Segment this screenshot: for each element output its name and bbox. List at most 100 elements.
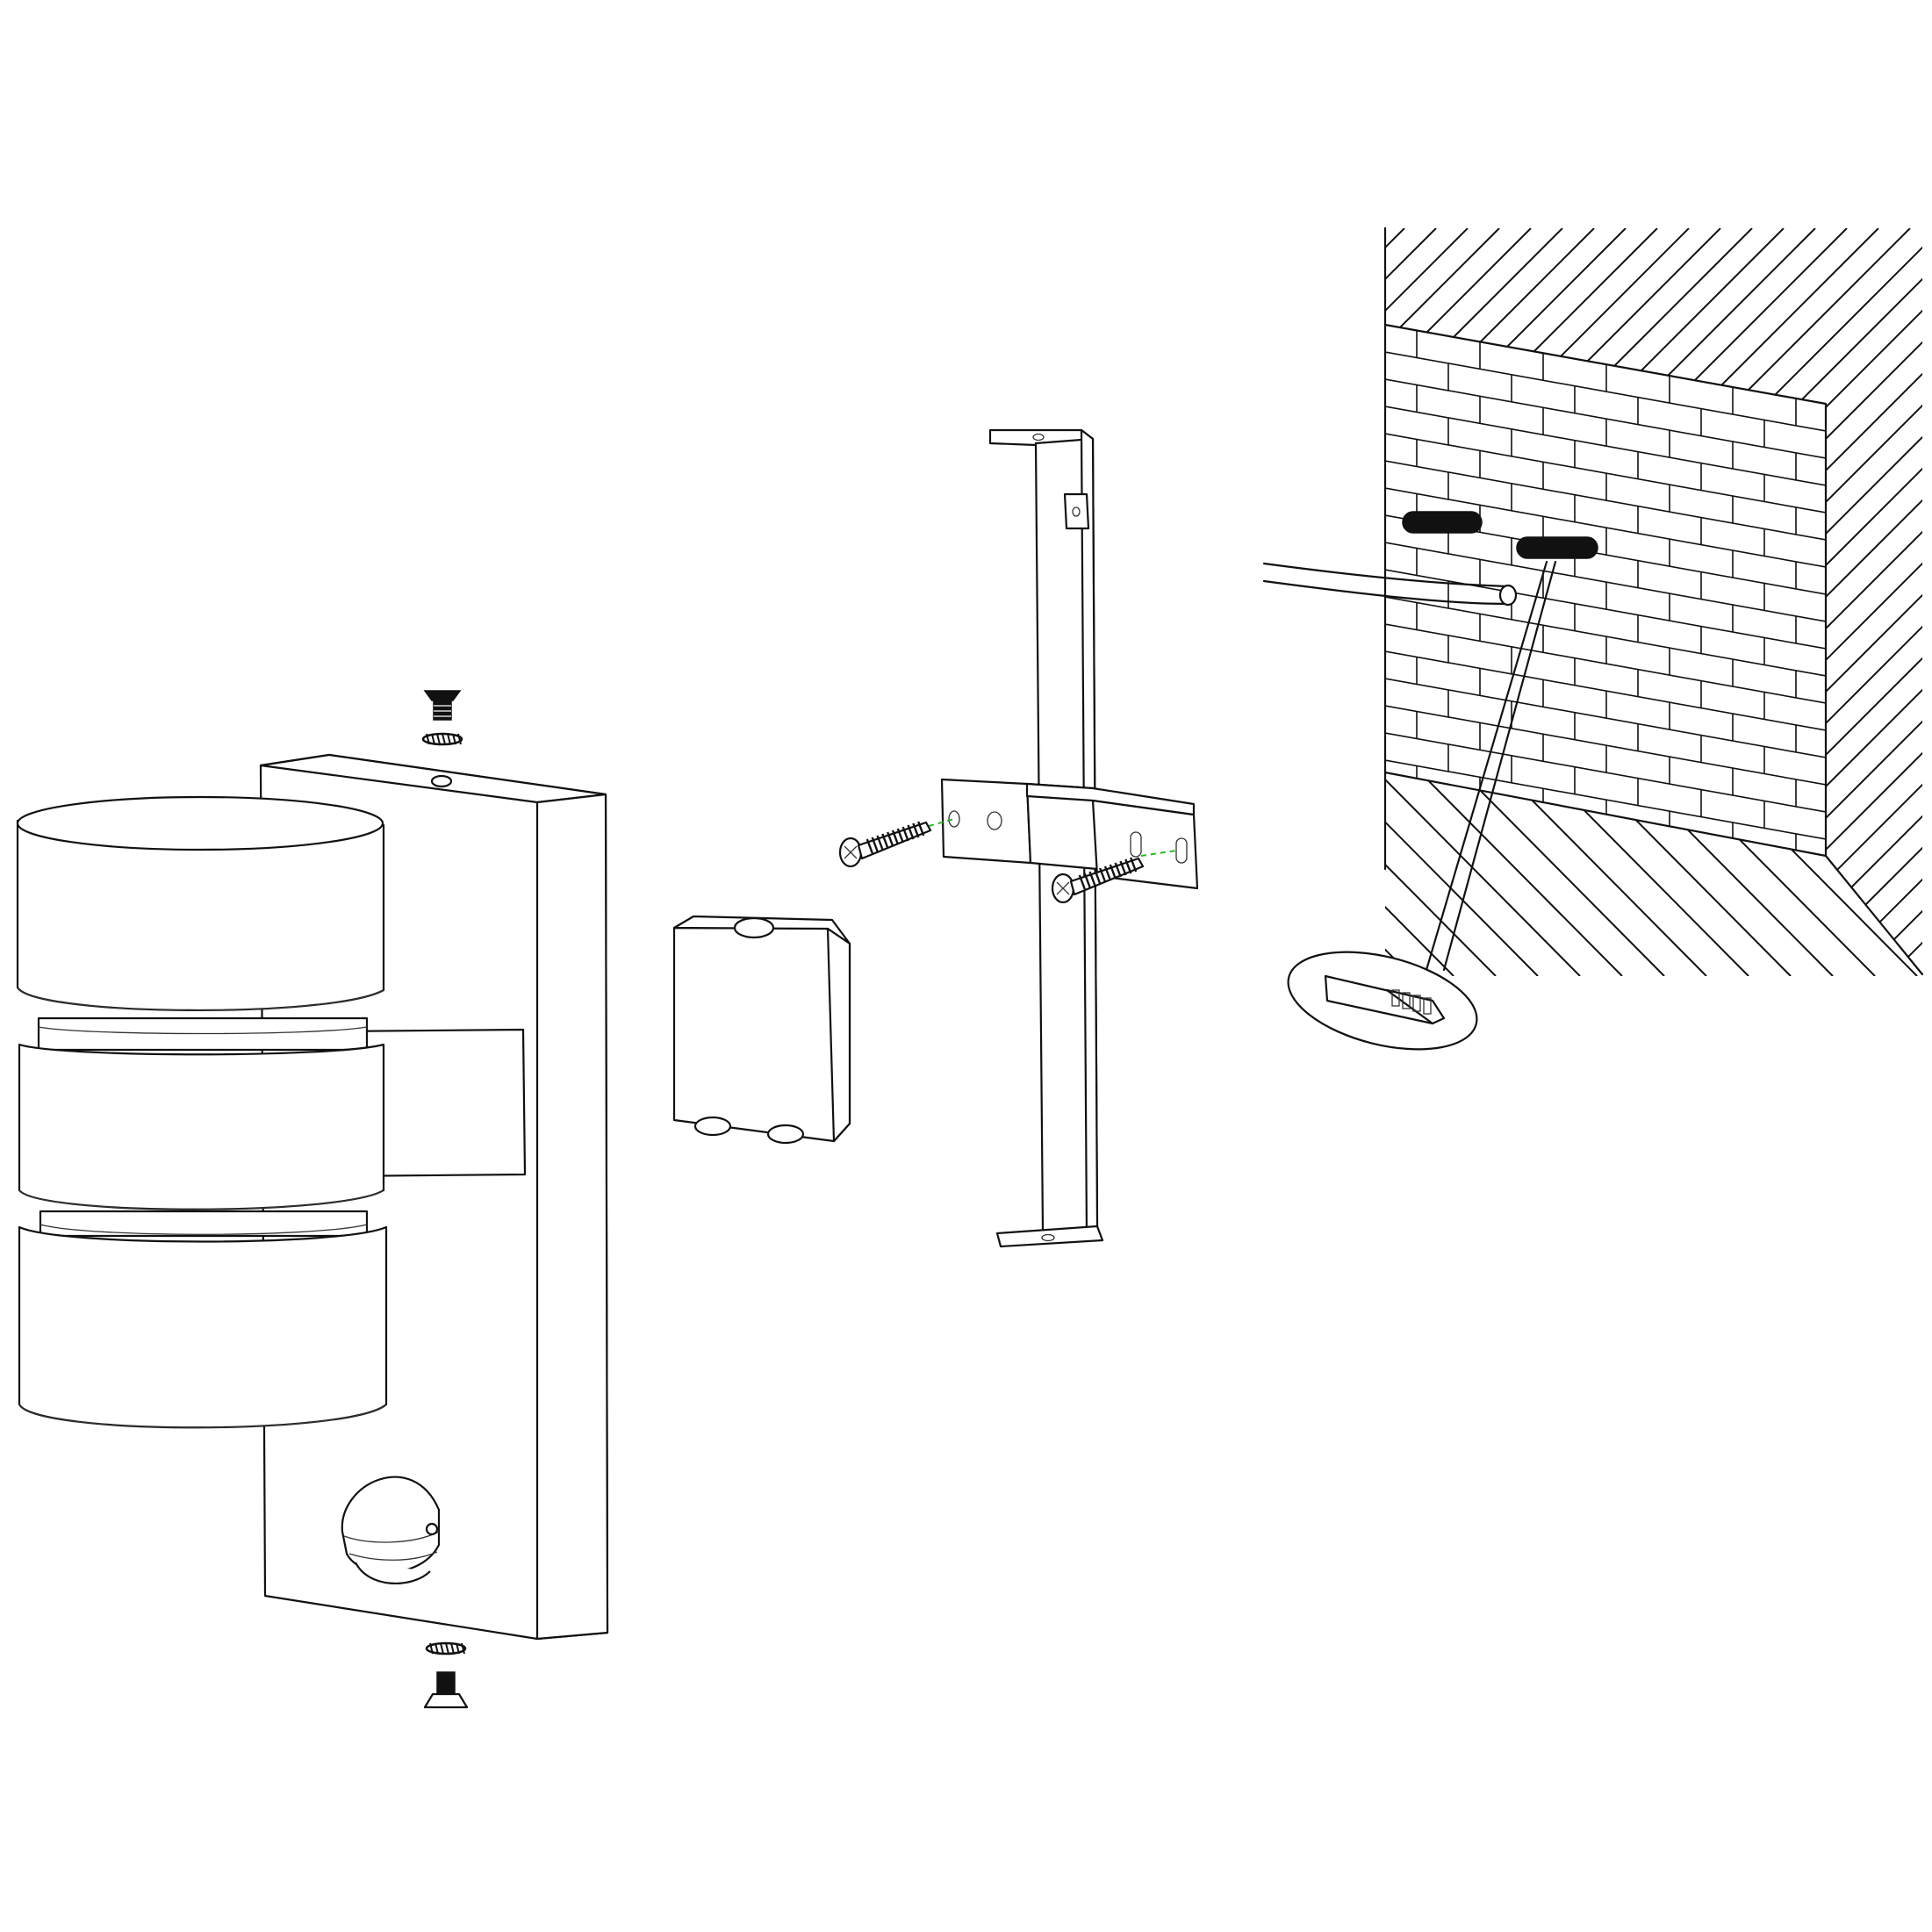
lower-ring <box>39 1210 369 1238</box>
thread-line <box>1088 871 1096 887</box>
hatch-line <box>1883 772 1922 976</box>
mortar-line <box>1385 569 1826 650</box>
back-plate-side <box>535 793 609 1641</box>
plate-slot <box>1130 831 1142 858</box>
hatch-line <box>1714 772 1918 976</box>
middle-shade <box>18 1043 385 1210</box>
thread-line <box>865 838 873 854</box>
bracket-screws <box>838 818 1177 904</box>
thread-line <box>1094 869 1102 885</box>
wood-screw-2 <box>1051 857 1145 904</box>
bracket-tab <box>1063 492 1090 530</box>
hatch-line <box>1385 228 1595 974</box>
wall-hatching <box>595 228 1922 974</box>
thread-line <box>1124 858 1132 874</box>
mounting-bracket <box>940 428 1199 1248</box>
hatch-line <box>1546 772 1749 976</box>
terminal-block-icon <box>1324 974 1446 1025</box>
callout-leader-1 <box>1425 560 1548 972</box>
mortar-line <box>1385 705 1826 786</box>
lower-shade <box>18 1225 388 1429</box>
hatch-line <box>1385 772 1412 976</box>
hatch-line <box>1605 228 1922 974</box>
screw-guide-2 <box>1140 850 1177 857</box>
junction-box-shell <box>672 926 851 1143</box>
hatch-line <box>1763 228 1922 974</box>
box-foot <box>766 1124 805 1145</box>
hatch-line <box>1385 228 1922 974</box>
hatch-line <box>1385 772 1581 976</box>
top-fixing-screw <box>423 690 462 721</box>
hatch-line <box>1926 772 1932 976</box>
thread-line <box>881 833 889 849</box>
thread-line <box>1103 865 1112 881</box>
wood-screw-1 <box>838 821 932 868</box>
plate-slot <box>1175 837 1188 864</box>
mortar-line <box>1385 351 1826 432</box>
hatch-line <box>1447 228 1922 974</box>
hatch-line <box>1542 228 1922 974</box>
brick-pattern <box>1385 325 1826 856</box>
brick-recess-outline <box>1383 323 1828 858</box>
mortar-line <box>1385 596 1826 677</box>
mortar-line <box>1385 487 1826 568</box>
cross-plate-left <box>940 778 1032 865</box>
thread-line <box>1119 860 1127 876</box>
junction-box <box>672 915 851 1145</box>
callout-leader-2 <box>1442 560 1557 972</box>
cross-plate-top-edge <box>1025 782 1196 816</box>
hatch-line <box>1504 772 1707 976</box>
power-cable <box>1262 562 1518 607</box>
mortar-line <box>1385 678 1826 758</box>
hatch-line <box>1385 772 1539 976</box>
top-screw-hole <box>430 774 453 788</box>
bottom-washer <box>425 1641 467 1655</box>
hatch-line <box>1637 228 1922 974</box>
cable-end <box>1498 584 1518 607</box>
mortar-line <box>1385 542 1826 622</box>
thread-line <box>1109 864 1117 880</box>
hatch-line <box>1511 228 1922 974</box>
thread-line <box>901 826 909 842</box>
upper-shade-top <box>16 795 384 851</box>
thread-line <box>1130 857 1138 873</box>
mortar-line <box>1385 406 1826 486</box>
box-foot <box>693 1116 732 1137</box>
mortar-line <box>1385 650 1826 731</box>
thread-line <box>891 830 900 845</box>
hatch-line <box>1385 228 1690 974</box>
thread-line <box>1078 874 1086 890</box>
motion-sensor <box>341 1476 441 1585</box>
hatch-line <box>627 228 1373 974</box>
thread-line <box>1114 862 1122 878</box>
hatch-line <box>1385 772 1454 976</box>
thread-line <box>876 835 884 851</box>
wall-corner-line <box>1824 854 1924 976</box>
thread-line <box>912 822 920 838</box>
cable-gland <box>733 916 775 939</box>
lamp-body <box>16 753 609 1641</box>
screw-guide-1 <box>928 818 955 827</box>
hatch-line <box>1630 772 1834 976</box>
thread-line <box>907 824 915 840</box>
plate-hole <box>987 811 1002 830</box>
hatch-line <box>1799 772 1922 976</box>
hatch-line <box>1479 228 1922 974</box>
plate-hole <box>948 810 960 828</box>
wall-plugs <box>1402 511 1598 559</box>
hatch-line <box>1416 228 1922 974</box>
thread-line <box>1083 873 1091 888</box>
bracket-bottom-flange <box>995 1225 1104 1248</box>
mortar-line <box>1385 378 1826 459</box>
wall-hatching-bottom <box>1385 772 1932 976</box>
thread-line <box>896 828 904 844</box>
wall-plug-left <box>1402 511 1483 534</box>
hatch-line <box>595 228 1341 974</box>
hatch-line <box>1921 228 1922 974</box>
lamp-screws <box>421 690 469 1709</box>
hatch-line <box>1385 228 1721 974</box>
hatch-line <box>1890 228 1922 974</box>
mortar-line <box>1385 460 1826 541</box>
